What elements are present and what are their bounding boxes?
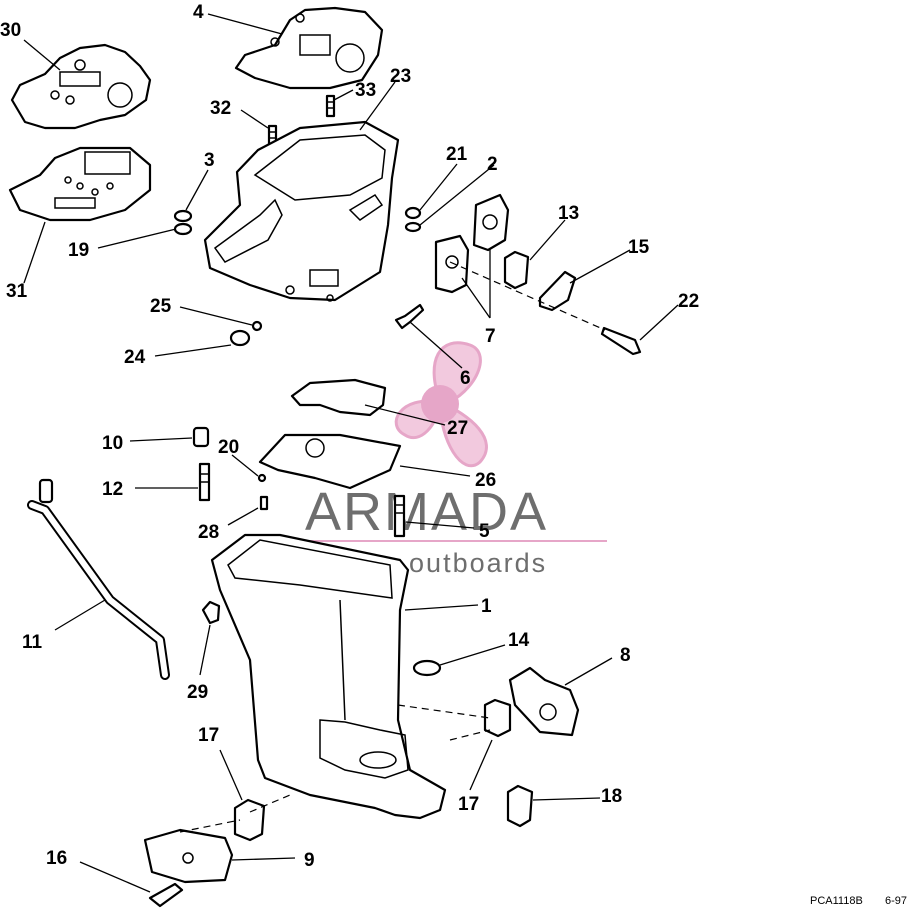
part-bracket-8 [508,666,580,737]
part-adapter-23 [203,120,400,302]
callout-30: 30 [0,20,21,41]
part-stud-5 [393,494,406,538]
part-plate-31 [8,146,152,222]
callout-28: 28 [198,522,219,543]
callout-9: 9 [304,850,315,871]
part-bracket-7 [434,193,510,294]
part-block-18 [506,784,534,828]
part-screw-28 [259,495,269,511]
callout-4: 4 [193,2,204,23]
callout-25: 25 [150,296,172,317]
propeller-hub [421,385,459,423]
assembly-lines [179,261,606,833]
part-plug-24 [229,329,251,347]
callout-26: 26 [475,470,496,491]
callout-32: 32 [210,98,231,119]
callout-7: 7 [485,326,496,347]
callout-29: 29 [187,682,208,703]
part-gasket-30 [10,43,152,130]
part-plate-26 [258,433,402,490]
part-gasket-27 [290,378,387,417]
part-stud-33 [325,94,336,118]
callout-16: 16 [46,848,67,869]
part-stud-32 [267,124,278,148]
callout-12: 12 [102,479,123,500]
part-block-17-right [483,698,512,738]
watermark-logo [394,341,488,468]
callout-8: 8 [620,645,631,666]
watermark-brand: ARMADA [305,482,548,542]
callout-24: 24 [124,347,146,368]
callout-2: 2 [487,154,498,175]
callout-27: 27 [447,418,468,439]
callout-13: 13 [558,203,579,224]
part-ball-20 [257,473,267,483]
callout-23: 23 [390,66,411,87]
callout-31: 31 [6,281,28,302]
callout-1: 1 [481,596,492,617]
part-exhaust-housing-1 [210,533,447,820]
part-gasket-4 [234,6,384,90]
callout-22: 22 [678,291,699,312]
callout-10: 10 [102,433,123,454]
part-stud-12 [198,462,211,502]
callout-19: 19 [68,240,89,261]
part-washer-2 [404,221,422,233]
callout-5: 5 [479,521,490,542]
callout-17-left: 17 [198,725,219,746]
callout-3: 3 [204,150,215,171]
part-washer-3 [173,209,193,223]
leader-lines [23,13,679,893]
drawing-date: 6-97 [885,895,907,907]
callout-11: 11 [22,632,43,653]
callout-33: 33 [355,80,376,101]
part-block-13 [503,250,530,290]
part-bolt-16 [148,882,184,908]
part-clamp-9 [143,828,234,884]
drawing-code: PCA1118B [810,895,863,907]
callout-labels: 30 4 23 33 32 3 19 31 25 24 21 2 13 15 2… [0,2,699,871]
part-nut-19 [173,222,193,236]
callout-21: 21 [446,144,468,165]
callout-15: 15 [628,237,650,258]
part-bolt-22 [600,326,642,356]
callout-20: 20 [218,437,239,458]
part-grommet-29 [201,600,221,625]
callout-18: 18 [601,786,622,807]
part-screw-6 [394,303,425,330]
part-oring-25 [251,320,263,332]
callout-14: 14 [508,630,530,651]
part-dowel-10 [192,426,210,448]
callout-17-right: 17 [458,794,479,815]
part-water-tube-11 [27,478,170,680]
part-nut-21 [404,206,422,220]
part-plate-15 [538,270,577,312]
part-block-17-left [233,798,266,842]
part-washer-14 [412,659,442,677]
callout-6: 6 [460,368,471,389]
